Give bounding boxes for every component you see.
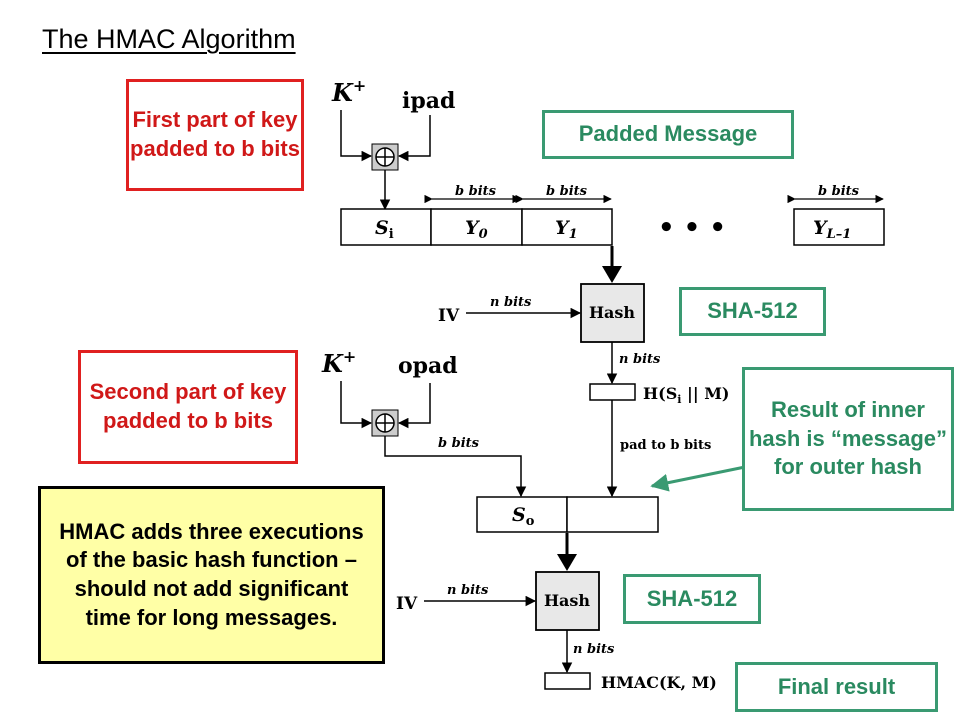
- sha-512-inner-callout: SHA-512: [679, 287, 826, 336]
- sha-512-outer-callout-text: SHA-512: [646, 585, 738, 611]
- k-plus-outer-label: K+: [321, 347, 356, 378]
- hash-label-inner: Hash: [589, 303, 635, 322]
- so-to-hash-arrowhead: [557, 554, 577, 571]
- padded-message-callout-text: Padded Message: [578, 121, 758, 147]
- inner-result-block: [589, 383, 636, 401]
- ipad-label: ipad: [402, 88, 455, 114]
- hmac-result-block: [544, 672, 591, 690]
- opad-label: opad: [398, 353, 458, 379]
- inner-result-pointer-arrow: [650, 465, 746, 492]
- padded-inner-block: [566, 496, 659, 533]
- iv-label-outer: IV: [396, 594, 418, 614]
- page-title: The HMAC Algorithm: [42, 24, 296, 54]
- y1-label: Y1: [555, 217, 578, 242]
- padded-message-callout: Padded Message: [542, 110, 794, 159]
- y0-block: [430, 208, 523, 246]
- xor-to-so-line: [384, 436, 527, 498]
- yl-block: [793, 208, 885, 246]
- ellipsis: • • •: [658, 213, 726, 243]
- n-bits-label-outer-out: n bits: [573, 642, 615, 657]
- b-bits-label-yl: b bits: [818, 184, 860, 199]
- k-plus-to-xor-line-outer: [340, 381, 373, 429]
- sha-512-inner-callout-text: SHA-512: [707, 298, 798, 324]
- si-label: Si: [375, 217, 394, 242]
- sha-512-outer-callout: SHA-512: [623, 574, 761, 624]
- inner-result-callout: Result of inner hash is “message” for ou…: [742, 367, 954, 511]
- hash-box-outer: [535, 571, 600, 631]
- n-bits-label-iv-outer: n bits: [447, 583, 489, 598]
- b-bits-label-y1: b bits: [546, 184, 588, 199]
- pad-to-b-bits-label: pad to b bits: [620, 438, 711, 453]
- y0-label: Y0: [465, 217, 488, 242]
- si-block: [340, 208, 432, 246]
- second-key-callout: Second part of key padded to b bits: [78, 350, 298, 464]
- first-key-callout: First part of key padded to b bits: [126, 79, 304, 191]
- final-result-callout: Final result: [735, 662, 938, 712]
- inner-result-callout-text: Result of inner hash is “message” for ou…: [748, 397, 948, 480]
- iv-label-inner: IV: [438, 306, 460, 326]
- hash-label-outer: Hash: [544, 591, 590, 610]
- second-key-callout-text: Second part of key padded to b bits: [89, 379, 287, 433]
- hash-box-inner: [580, 283, 645, 343]
- y1-block: [521, 208, 613, 246]
- k-plus-inner-label: K+: [331, 76, 366, 107]
- so-label: So: [512, 504, 535, 529]
- so-block: [476, 496, 568, 533]
- k-plus-to-xor-line: [340, 110, 373, 162]
- n-bits-label-iv-inner: n bits: [490, 295, 532, 310]
- hmac-label: HMAC(K, M): [601, 673, 717, 692]
- opad-to-xor-line: [397, 383, 431, 429]
- summary-callout-text: HMAC adds three executions of the basic …: [59, 518, 364, 630]
- b-bits-label-y0: b bits: [455, 184, 497, 199]
- n-bits-label-inner-out: n bits: [619, 352, 661, 367]
- ipad-to-xor-line: [397, 115, 431, 162]
- xor-icon: [371, 409, 399, 437]
- b-bits-label-so: b bits: [438, 436, 480, 451]
- final-result-callout-text: Final result: [777, 673, 896, 699]
- inner-hash-label: H(Si || M): [643, 384, 730, 406]
- first-key-callout-text: First part of key padded to b bits: [130, 107, 300, 161]
- blocks-to-hash-arrowhead: [602, 266, 622, 283]
- xor-icon: [371, 143, 399, 171]
- yl-label: YL–1: [813, 217, 851, 242]
- summary-callout: HMAC adds three executions of the basic …: [38, 486, 385, 664]
